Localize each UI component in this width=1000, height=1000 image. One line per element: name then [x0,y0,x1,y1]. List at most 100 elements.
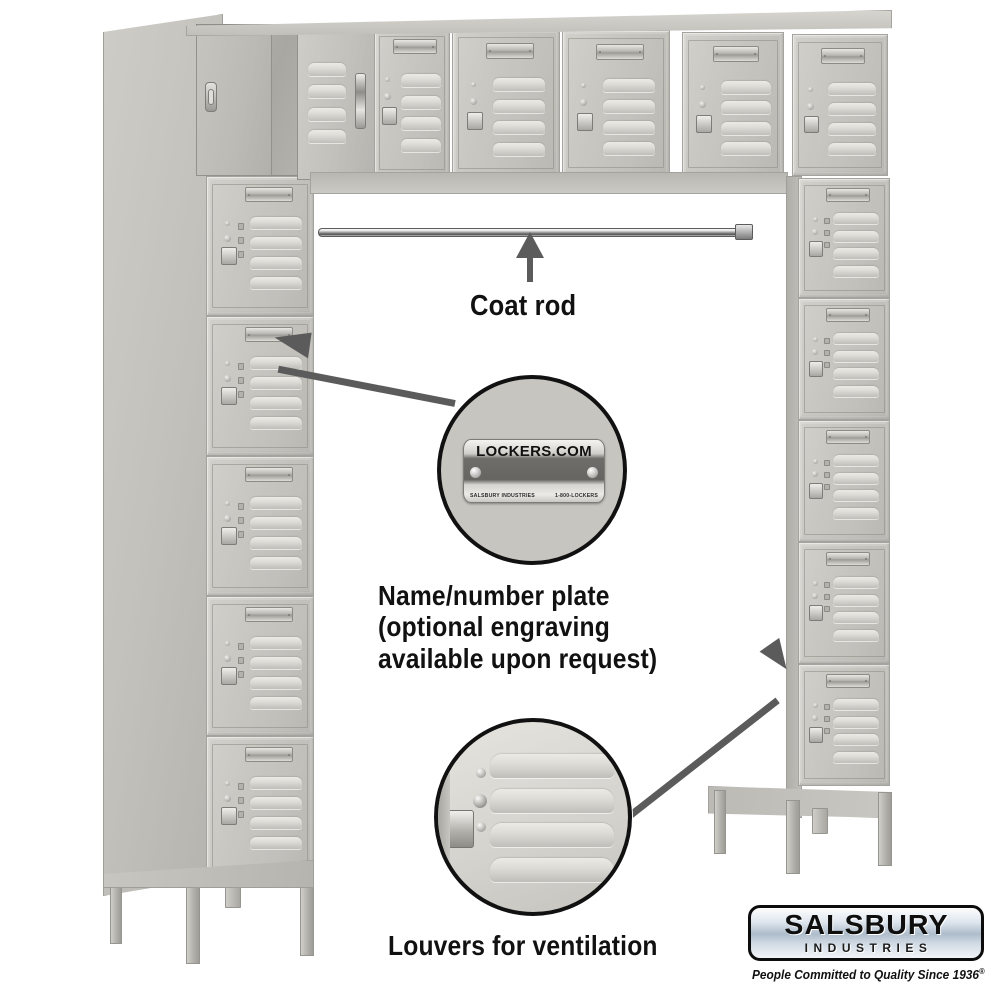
coat-rod-label: Coat rod [470,290,577,322]
name-number-plate-icon [826,308,870,322]
latch-icon[interactable] [803,85,825,137]
louvers-icon [401,74,441,152]
coat-rod-arrow-shaft [527,254,533,282]
right-column-door-5[interactable] [798,542,890,664]
nameplate-line2-left: SALSBURY INDUSTRIES [470,493,535,499]
name-number-plate-icon [826,188,870,202]
louvers-icon [493,78,545,156]
top-row-door-5[interactable] [682,32,784,176]
louvers-label: Louvers for ventilation [388,930,658,961]
louvers-icon [833,333,879,397]
louvers-icon [833,213,879,277]
latch-icon[interactable] [219,219,245,271]
right-column-door-3[interactable] [798,298,890,420]
name-number-plate-icon [245,607,293,622]
coat-rod-arrow-head [516,232,544,258]
latch-icon[interactable] [381,75,399,129]
name-number-plate-icon [826,430,870,444]
name-number-plate-icon [245,327,293,342]
latch-icon[interactable] [808,457,830,503]
louvers-detail-hole-top [476,768,486,778]
open-locker-door-leaf-outer[interactable] [297,28,375,180]
right-column-door-4[interactable] [798,420,890,542]
coat-rod-end-cap [735,224,753,240]
name-number-plate-icon [826,552,870,566]
nameplate-label: Name/number plate (optional engraving av… [378,580,658,674]
louvers-icon [250,777,302,849]
name-number-plate-icon [245,467,293,482]
latch-icon[interactable] [808,579,830,625]
top-row-door-2[interactable] [374,28,450,178]
locker-leg [300,876,314,956]
name-number-plate-icon [245,187,293,202]
nameplate-line1: LOCKERS.COM [476,443,592,460]
louvers-icon [250,497,302,569]
locker-leg [878,792,892,866]
latch-icon[interactable] [465,80,489,134]
top-row-door-3[interactable] [452,29,560,177]
louvers-detail-icon [490,754,614,882]
nameplate-screw-left [469,466,482,479]
nameplate-screw-right [586,466,599,479]
latch-icon[interactable] [808,215,830,261]
locker-leg [786,800,800,874]
latch-icon[interactable] [808,335,830,381]
louvers-icon [603,79,655,155]
locker-leg [186,884,200,964]
louvers-icon [721,81,771,155]
latch-icon[interactable] [694,83,718,137]
name-number-plate-icon [393,39,437,54]
hinge-strip-icon [355,73,366,129]
left-column-door-3[interactable] [206,316,314,456]
nameplate-detail-callout: LOCKERS.COM SALSBURY INDUSTRIES 1-800-LO… [437,375,627,565]
nameplate-line2-right: 1-800-LOCKERS [555,493,598,499]
logo-brand-text: SALSBURY [783,909,949,940]
latch-icon[interactable] [219,499,245,551]
name-number-plate-icon [713,46,759,62]
logo-tagline-text: People Committed to Quality Since 1936 [752,968,980,983]
name-number-plate-icon [486,43,534,59]
louvers-icon [833,455,879,519]
left-column-door-5[interactable] [206,596,314,736]
louvers-detail-hole-low [476,822,486,832]
louvers-icon [250,637,302,709]
louvers-detail-door-edge [438,722,450,912]
louvers-icon [308,63,346,143]
latch-icon[interactable] [219,639,245,691]
bay-underside [310,172,788,194]
louvers-detail-hole-mid [473,794,487,808]
left-column-door-2[interactable] [206,176,314,316]
open-locker-door-leaf-inner[interactable] [196,26,272,176]
top-row-door-4[interactable] [562,30,670,176]
latch-icon[interactable] [219,779,245,831]
name-number-plate-icon [826,674,870,688]
name-number-plate-icon [596,44,644,60]
name-number-plate-icon [245,747,293,762]
right-column-door-6[interactable] [798,664,890,786]
name-number-plate-icon [821,48,865,64]
louvers-detail-handle-icon [446,810,474,848]
louvers-icon [250,217,302,289]
hinge-icon [208,89,214,105]
louvers-icon [250,357,302,429]
left-column-door-6[interactable] [206,736,314,876]
latch-icon[interactable] [219,359,245,411]
top-row-door-6[interactable] [792,34,888,176]
right-column-door-2[interactable] [798,178,890,298]
locker-foot [812,808,828,834]
nameplate-arrow-head [272,327,312,359]
registered-mark: ® [979,967,985,976]
latch-icon[interactable] [808,701,830,747]
logo-badge: SALSBURY INDUSTRIES [748,905,984,961]
left-column-door-4[interactable] [206,456,314,596]
louvers-detail-callout [434,718,632,916]
top-row-frame-cap [186,10,892,36]
latch-icon[interactable] [575,81,599,135]
logo-tagline: People Committed to Quality Since 1936® [752,967,985,982]
louvers-icon [828,83,876,155]
logo-brand-subtext: INDUSTRIES [804,941,933,955]
locker-leg [714,790,726,854]
louvers-icon [833,577,879,641]
louvers-icon [833,699,879,763]
